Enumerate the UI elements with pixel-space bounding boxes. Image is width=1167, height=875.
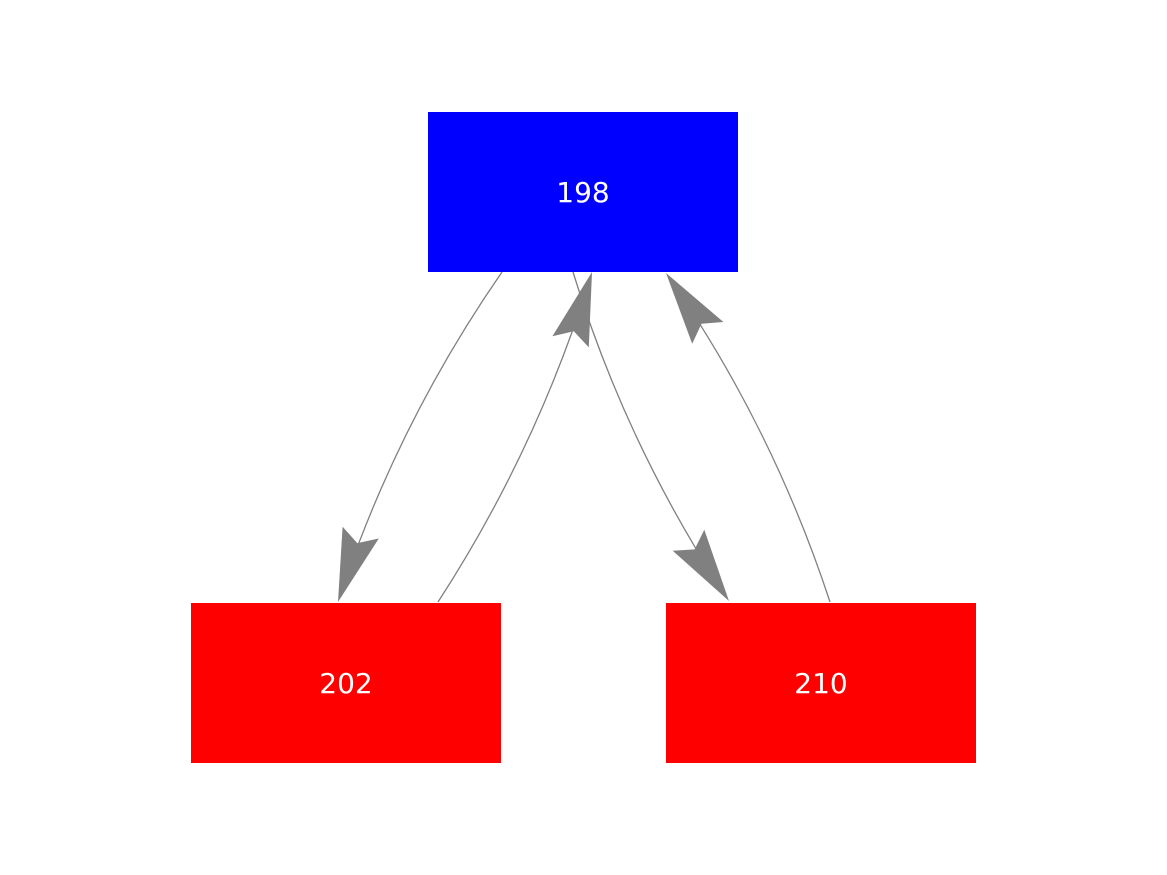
edge-198-202-line	[358, 271, 503, 544]
edge-198-to-210	[572, 271, 729, 601]
node-198: 198	[428, 112, 738, 272]
edge-198-to-202	[338, 271, 503, 602]
node-198-box	[428, 112, 738, 272]
node-210: 210	[666, 603, 976, 763]
edge-202-198-arrowhead-icon	[552, 272, 592, 348]
edge-198-210-arrowhead-icon	[672, 529, 729, 601]
node-202-box	[191, 603, 501, 763]
edge-210-198-arrowhead-icon	[666, 273, 724, 344]
edge-202-to-198	[437, 272, 592, 603]
node-202-label: 202	[319, 667, 372, 700]
node-210-box	[666, 603, 976, 763]
edge-198-202-arrowhead-icon	[338, 526, 379, 602]
node-210-label: 210	[794, 667, 847, 700]
edge-202-198-line	[437, 330, 574, 603]
edge-210-198-line	[699, 324, 831, 603]
node-198-label: 198	[556, 176, 609, 209]
node-202: 202	[191, 603, 501, 763]
edge-198-210-line	[572, 271, 697, 550]
edge-210-to-198	[666, 273, 831, 603]
